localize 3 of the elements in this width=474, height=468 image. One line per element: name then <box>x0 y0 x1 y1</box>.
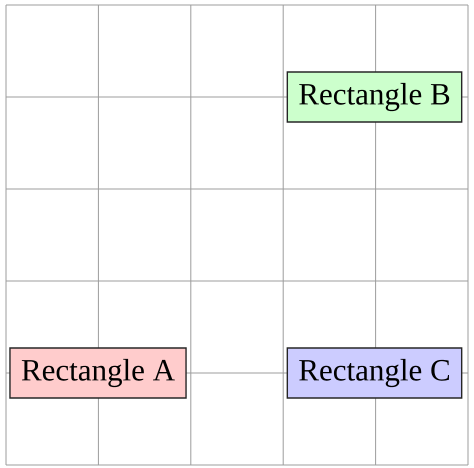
text-box: Rectangle A <box>9 347 187 399</box>
text-box: Rectangle B <box>286 71 462 123</box>
text-box: Rectangle C <box>286 347 462 399</box>
